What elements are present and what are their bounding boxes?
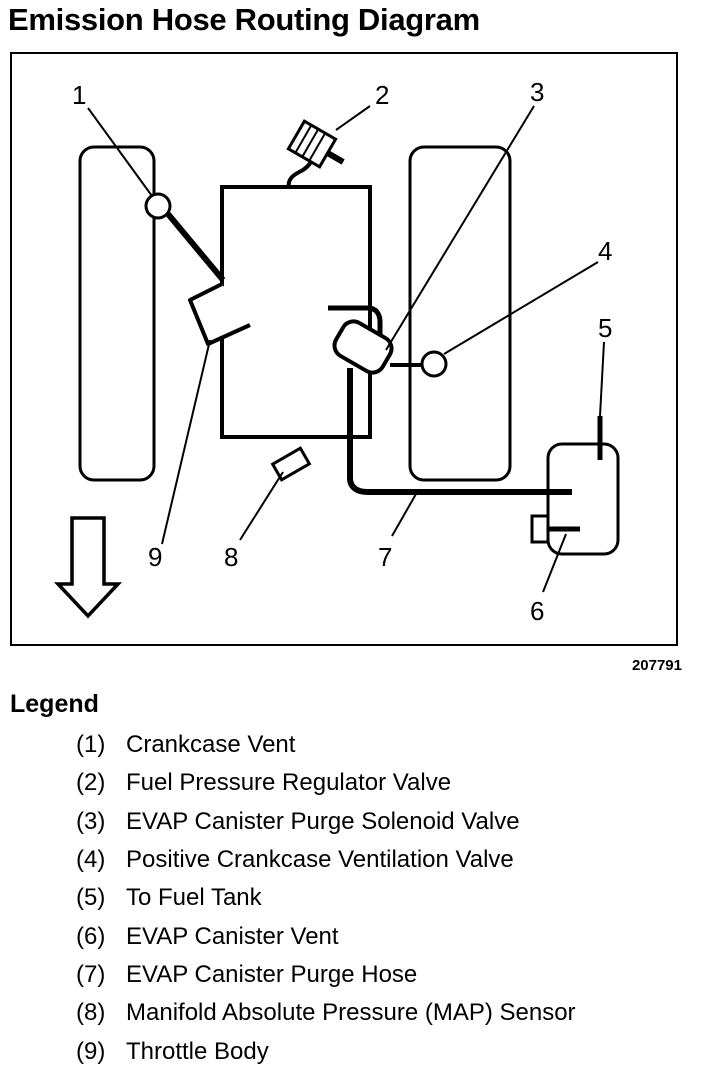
- legend-item: (6) EVAP Canister Vent: [76, 917, 576, 955]
- crankcase-vent: [144, 192, 172, 220]
- leader-lines: [87, 105, 605, 593]
- page-title: Emission Hose Routing Diagram: [8, 2, 480, 37]
- plenum-purge-hose: [328, 305, 383, 340]
- legend-item: (7) EVAP Canister Purge Hose: [76, 956, 576, 994]
- legend-heading: Legend: [10, 690, 99, 718]
- callout-7: 7: [378, 542, 392, 572]
- diagram-frame: [10, 52, 678, 646]
- legend-item-text: Throttle Body: [126, 1037, 269, 1065]
- map-sensor: [270, 446, 312, 482]
- legend-list: (1) Crankcase Vent (2) Fuel Pressure Regul…: [76, 726, 576, 1071]
- crankcase-vent-hose: [165, 212, 226, 282]
- callout-8: 8: [224, 542, 238, 572]
- legend-item: (3) EVAP Canister Purge Solenoid Valve: [76, 803, 576, 841]
- legend-item-text: Fuel Pressure Regulator Valve: [126, 769, 452, 797]
- legend-item-number: (1): [76, 731, 106, 759]
- legend-item-number: (7): [76, 960, 106, 988]
- callout-4: 4: [598, 236, 612, 266]
- legend-item-number: (2): [76, 769, 106, 797]
- legend-item-number: (4): [76, 846, 106, 874]
- callout-2: 2: [375, 80, 389, 110]
- legend-item-number: (6): [76, 922, 106, 950]
- evap-purge-hose: [347, 368, 570, 495]
- right-cylinder-bank: [408, 145, 512, 482]
- legend-item-text: Crankcase Vent: [126, 731, 296, 759]
- front-direction-arrow-icon: [53, 516, 123, 619]
- legend-item-number: (3): [76, 807, 106, 835]
- legend-item-text: EVAP Canister Purge Hose: [126, 960, 418, 988]
- intake-plenum: [220, 185, 372, 439]
- legend-item-text: To Fuel Tank: [126, 884, 262, 912]
- throttle-body: [188, 282, 251, 346]
- legend-item: (4) Positive Crankcase Ventilation Valve: [76, 841, 576, 879]
- legend-item-text: Positive Crankcase Ventilation Valve: [126, 846, 514, 874]
- legend-item: (2) Fuel Pressure Regulator Valve: [76, 764, 576, 802]
- legend-item: (9) Throttle Body: [76, 1032, 576, 1070]
- callout-6: 6: [530, 596, 544, 626]
- callout-1: 1: [72, 80, 86, 110]
- canister-vent-bracket: [530, 514, 550, 544]
- legend-item-text: Manifold Absolute Pressure (MAP) Sensor: [126, 999, 576, 1027]
- legend-item: (1) Crankcase Vent: [76, 726, 576, 764]
- left-cylinder-bank: [78, 145, 156, 482]
- callout-3: 3: [530, 77, 544, 107]
- legend-item-number: (8): [76, 999, 106, 1027]
- evap-canister: [546, 442, 620, 556]
- legend-item: (8) Manifold Absolute Pressure (MAP) Sens…: [76, 994, 576, 1032]
- legend-item-text: EVAP Canister Vent: [126, 922, 339, 950]
- legend-item-text: EVAP Canister Purge Solenoid Valve: [126, 807, 520, 835]
- legend-item-number: (9): [76, 1037, 106, 1065]
- callout-5: 5: [598, 313, 612, 343]
- pcv-valve: [420, 350, 448, 378]
- hose-routing-diagram: 1 2 3 4 5 6 7 8 9: [53, 77, 620, 626]
- figure-id: 207791: [631, 657, 682, 674]
- fuel-pressure-regulator: [286, 119, 345, 189]
- evap-purge-solenoid: [332, 319, 394, 375]
- callout-9: 9: [148, 542, 162, 572]
- legend-item: (5) To Fuel Tank: [76, 879, 576, 917]
- legend-item-number: (5): [76, 884, 106, 912]
